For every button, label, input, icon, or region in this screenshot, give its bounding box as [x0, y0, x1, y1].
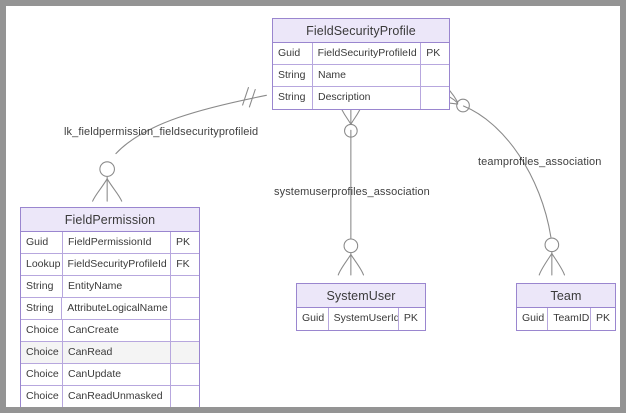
column-type: Choice — [21, 386, 63, 407]
entity-title-fieldpermission: FieldPermission — [21, 208, 199, 232]
column-name: CanUpdate — [63, 364, 171, 385]
column-name: AttributeLogicalName — [62, 298, 172, 319]
column-name: CanRead — [63, 342, 171, 363]
cardinality-exactly-one-tick-a — [242, 87, 249, 106]
entity-title-systemuser: SystemUser — [297, 284, 425, 308]
crowsfoot-fp-right — [106, 178, 123, 202]
column-key — [421, 65, 449, 86]
cardinality-exactly-one-tick-b — [248, 88, 256, 108]
table-row[interactable]: Guid TeamID PK — [517, 308, 615, 330]
crowsfoot-su-left — [337, 254, 352, 276]
column-key: FK — [176, 258, 190, 270]
column-type: Choice — [21, 364, 63, 385]
relationship-label-systemuserprofiles: systemuserprofiles_association — [274, 186, 430, 198]
column-key: PK — [403, 312, 418, 324]
entity-systemuser[interactable]: SystemUser Guid SystemUserId PK — [296, 283, 426, 331]
cardinality-zero-circle-team — [544, 237, 560, 253]
column-type: String — [273, 87, 313, 109]
table-row[interactable]: Guid FieldPermissionId PK — [21, 232, 199, 254]
column-name: SystemUserId — [329, 308, 399, 330]
crowsfoot-fp-left — [92, 178, 108, 202]
entity-fieldpermission[interactable]: FieldPermission Guid FieldPermissionId P… — [20, 207, 200, 407]
connector-teamprofiles — [462, 105, 552, 238]
column-name: FieldSecurityProfileId — [313, 43, 422, 64]
column-type: Guid — [297, 308, 329, 330]
cardinality-zero-circle-fsp-su — [344, 123, 358, 138]
column-key: PK — [176, 236, 191, 248]
column-type: Choice — [21, 342, 63, 363]
column-type: Guid — [273, 43, 313, 64]
column-key: PK — [426, 47, 441, 59]
entity-team[interactable]: Team Guid TeamID PK — [516, 283, 616, 331]
table-row[interactable]: Lookup FieldSecurityProfileId FK — [21, 254, 199, 276]
column-name: CanReadUnmasked — [63, 386, 171, 407]
column-name: CanCreate — [63, 320, 171, 341]
table-row[interactable]: String Name — [273, 65, 449, 87]
crowsfoot-su-right — [350, 254, 365, 276]
column-key — [171, 364, 199, 385]
column-type: Guid — [517, 308, 549, 330]
entity-title-team: Team — [517, 284, 615, 308]
connector-fieldpermission — [115, 94, 267, 155]
column-type: String — [273, 65, 313, 86]
column-type: String — [21, 298, 63, 319]
column-type: String — [21, 276, 63, 297]
cardinality-zero-circle-fsp-team — [456, 98, 470, 113]
column-key — [171, 298, 199, 319]
relationship-label-fieldpermission: lk_fieldpermission_fieldsecurityprofilei… — [64, 126, 259, 138]
column-name: EntityName — [63, 276, 171, 297]
column-name: Name — [313, 65, 421, 86]
cardinality-zero-circle-su — [343, 238, 359, 254]
column-key — [171, 320, 199, 341]
crowsfoot-team-left — [538, 253, 553, 276]
table-row[interactable]: Guid FieldSecurityProfileId PK — [273, 43, 449, 65]
table-row[interactable]: String Description — [273, 87, 449, 109]
table-row[interactable]: String EntityName — [21, 276, 199, 298]
table-row[interactable]: String AttributeLogicalName — [21, 298, 199, 320]
column-key — [421, 87, 449, 109]
column-key: PK — [595, 312, 610, 324]
column-name: TeamID — [548, 308, 591, 330]
table-row[interactable]: Guid SystemUserId PK — [297, 308, 425, 330]
table-row[interactable]: Choice CanCreate — [21, 320, 199, 342]
table-row-highlighted[interactable]: Choice CanRead — [21, 342, 199, 364]
entity-fieldsecurityprofile[interactable]: FieldSecurityProfile Guid FieldSecurityP… — [272, 18, 450, 110]
entity-title-fieldsecurityprofile: FieldSecurityProfile — [273, 19, 449, 43]
cardinality-zero-circle-fp — [99, 161, 115, 177]
column-key — [171, 342, 199, 363]
table-row[interactable]: Choice CanUpdate — [21, 364, 199, 386]
crowsfoot-team-right — [551, 253, 566, 276]
relationship-label-teamprofiles: teamprofiles_association — [478, 156, 602, 168]
column-name: FieldSecurityProfileId — [63, 254, 172, 275]
column-type: Guid — [21, 232, 63, 253]
column-name: FieldPermissionId — [63, 232, 171, 253]
table-row[interactable]: Choice CanReadUnmasked — [21, 386, 199, 407]
column-type: Choice — [21, 320, 63, 341]
column-key — [171, 276, 199, 297]
column-name: Description — [313, 87, 421, 109]
column-type: Lookup — [21, 254, 63, 275]
column-key — [171, 386, 199, 407]
